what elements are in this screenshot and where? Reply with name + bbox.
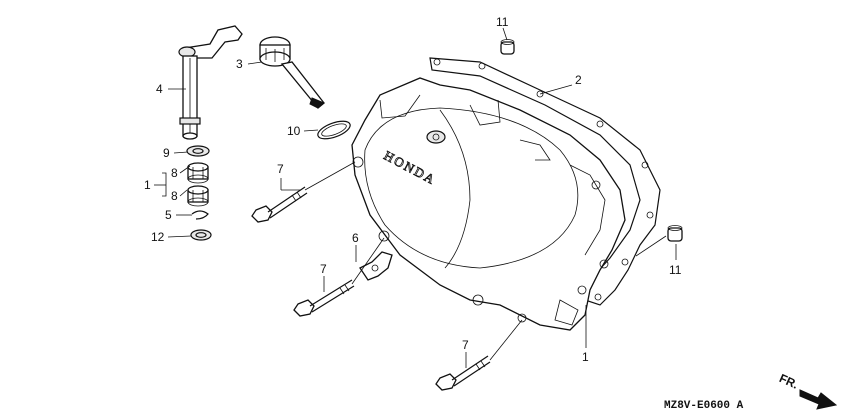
cover-gasket (429, 57, 661, 306)
circlip-5 (191, 210, 209, 220)
callout-9: 9 (163, 146, 170, 160)
callout-labels: 4 3 9 8 8 1 5 12 10 7 6 7 7 11 2 11 1 (144, 15, 682, 364)
bolt-7-upper (251, 186, 308, 223)
callout-5: 5 (165, 208, 172, 222)
callout-8-lower: 8 (171, 189, 178, 203)
callout-11-right: 11 (669, 263, 682, 277)
callout-11-top: 11 (496, 15, 509, 29)
bolt-7-middle (293, 279, 355, 317)
callout-1-left: 1 (144, 178, 151, 192)
o-ring (317, 120, 351, 140)
callout-4: 4 (156, 82, 163, 96)
callout-7-middle: 7 (320, 262, 327, 276)
bolt-7-lower (435, 355, 491, 391)
callout-2: 2 (575, 73, 582, 87)
right-crankcase-cover: HONDA (351, 77, 626, 331)
clutch-lifter-shaft (178, 25, 243, 140)
callout-6: 6 (352, 231, 359, 245)
callout-7-lower: 7 (462, 338, 469, 352)
callout-8-upper: 8 (171, 166, 178, 180)
callout-10: 10 (287, 124, 301, 138)
arrow-icon (799, 389, 838, 410)
diagram-code: MZ8V-E0600 A (664, 400, 744, 412)
callout-12: 12 (151, 230, 165, 244)
dowel-pin-right (667, 225, 683, 242)
bracket (359, 251, 393, 281)
dowel-pin-top (500, 39, 515, 55)
needle-bearing-8-lower (187, 185, 209, 207)
callout-1-bottom: 1 (582, 350, 589, 364)
needle-bearing-8-upper (187, 162, 209, 184)
oil-filler-cap (259, 36, 325, 109)
callout-7-upper: 7 (277, 162, 284, 176)
front-direction-arrow: FR. (777, 371, 838, 410)
leader-lines (154, 27, 677, 368)
oil-seal-12 (190, 229, 212, 241)
oil-seal-9 (186, 145, 210, 157)
callout-3: 3 (236, 57, 243, 71)
direction-label: FR. (777, 371, 800, 392)
